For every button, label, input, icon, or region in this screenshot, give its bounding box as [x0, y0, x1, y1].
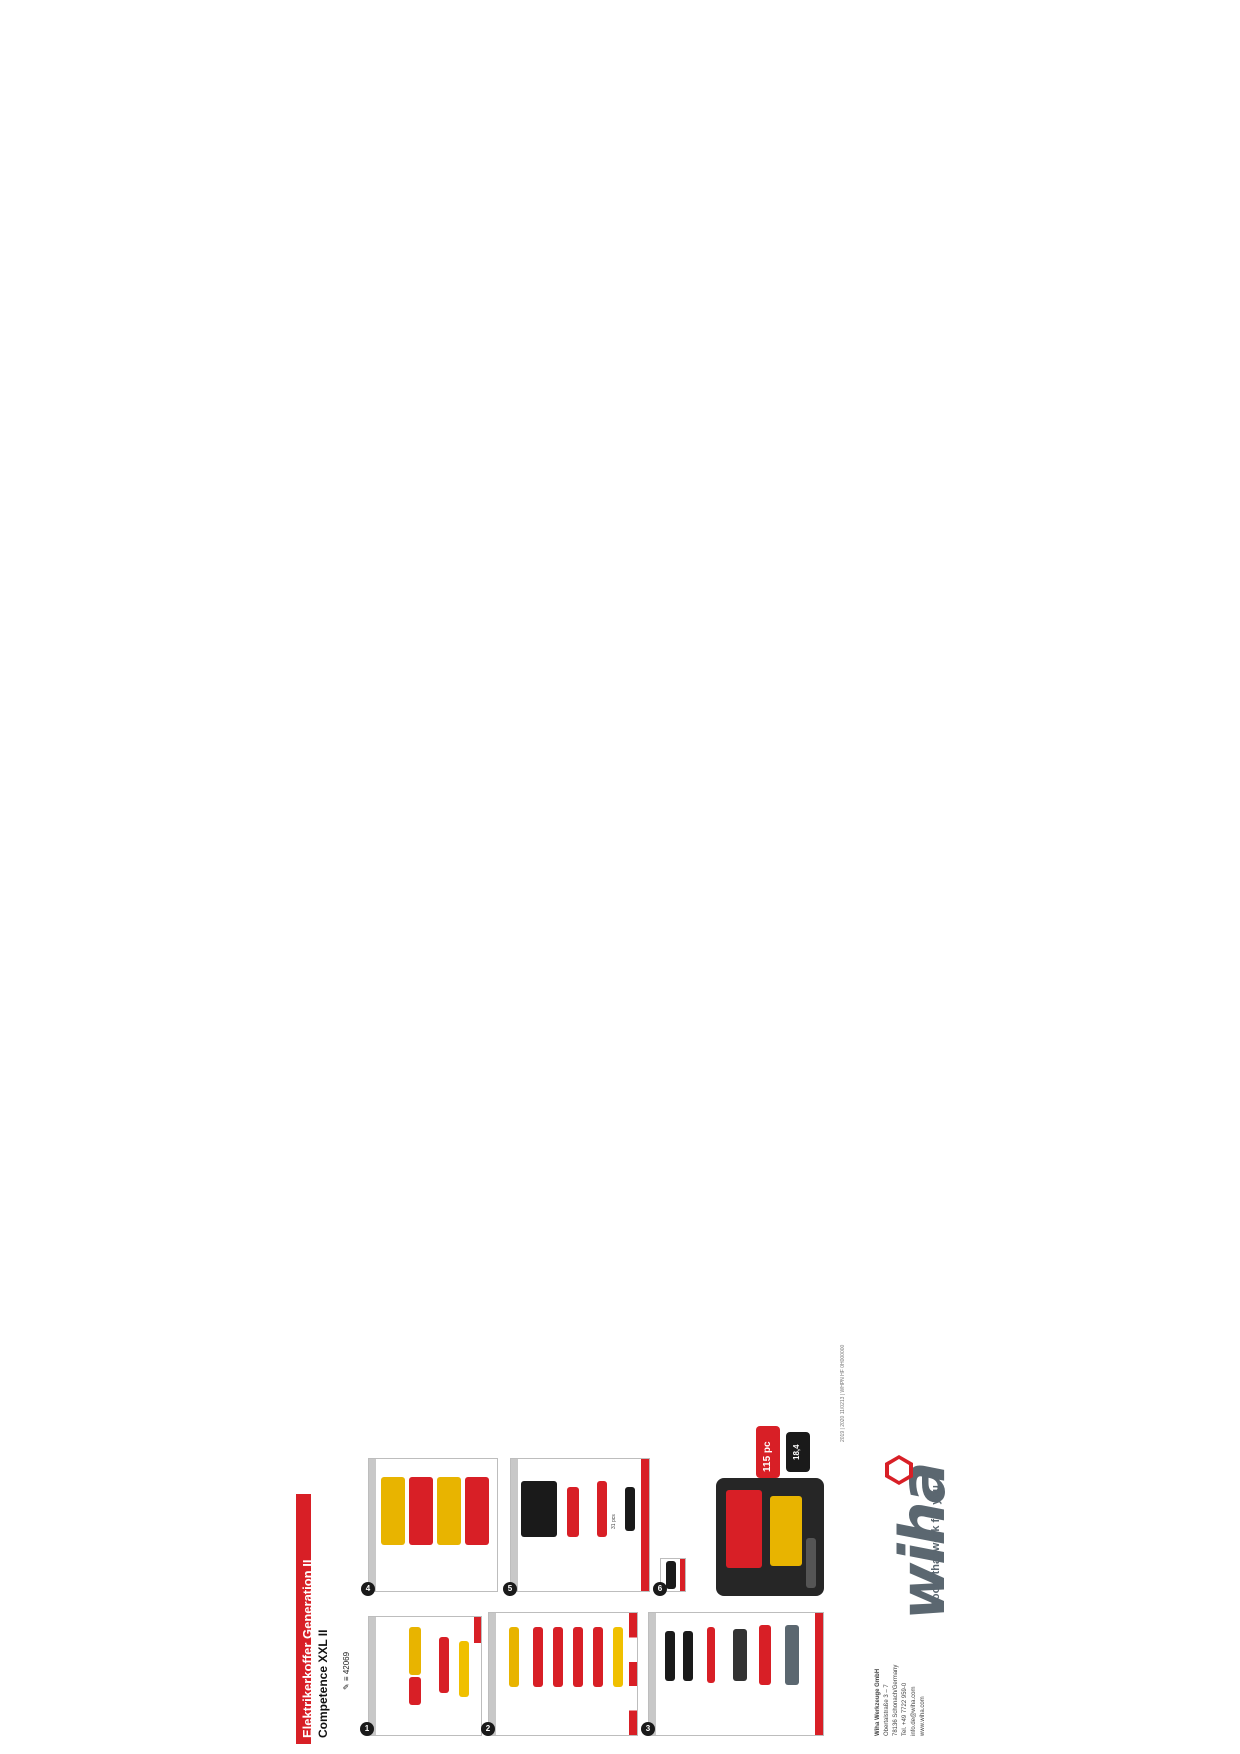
company-name: Wiha Werkzeuge GmbH — [875, 1668, 881, 1736]
panel-number-2: 2 — [481, 1722, 495, 1736]
title-bar — [296, 1494, 311, 1744]
panel-4 — [368, 1458, 498, 1592]
company-phone: Tel. +49 7722 959-0 — [902, 1682, 908, 1736]
panel5-extra-label: 31 pcs — [611, 1514, 617, 1529]
panel-5: 31 pcs — [510, 1458, 650, 1592]
company-address: Wiha Werkzeuge GmbH Obertalstraße 3 – 7 … — [874, 1665, 928, 1736]
panel-2 — [488, 1612, 638, 1736]
panel-3 — [648, 1612, 824, 1736]
page-subtitle: Competence XXL II — [316, 1629, 330, 1738]
panel-number-4: 4 — [361, 1582, 375, 1596]
panel-number-6: 6 — [653, 1582, 667, 1596]
panel-number-3: 3 — [641, 1722, 655, 1736]
pieces-badge: 115 pc — [756, 1426, 780, 1478]
wiha-hex-logo-icon — [885, 1455, 913, 1485]
company-email: info.de@wiha.com — [911, 1686, 917, 1736]
panel-1 — [368, 1616, 482, 1736]
brand-logo: wiha — [886, 1463, 959, 1620]
page-title: Elektrikerkoffer Generation II — [300, 1559, 315, 1738]
company-street: Obertalstraße 3 – 7 — [884, 1684, 890, 1736]
article-number: ✎ ≡ 42069 — [342, 1651, 351, 1690]
panel-number-1: 1 — [360, 1722, 374, 1736]
panel-number-5: 5 — [503, 1582, 517, 1596]
company-web: www.wiha.com — [920, 1696, 926, 1736]
weight-badge: 18,4 — [786, 1432, 810, 1472]
company-city: 78136 Schonach/Germany — [893, 1664, 899, 1736]
print-caption: 2019 | 2020 11/0213 | WHPN HF 0H000000 — [840, 1344, 846, 1442]
tool-case-image — [716, 1478, 824, 1596]
brand-tagline: Tools that work for you — [930, 1485, 942, 1606]
